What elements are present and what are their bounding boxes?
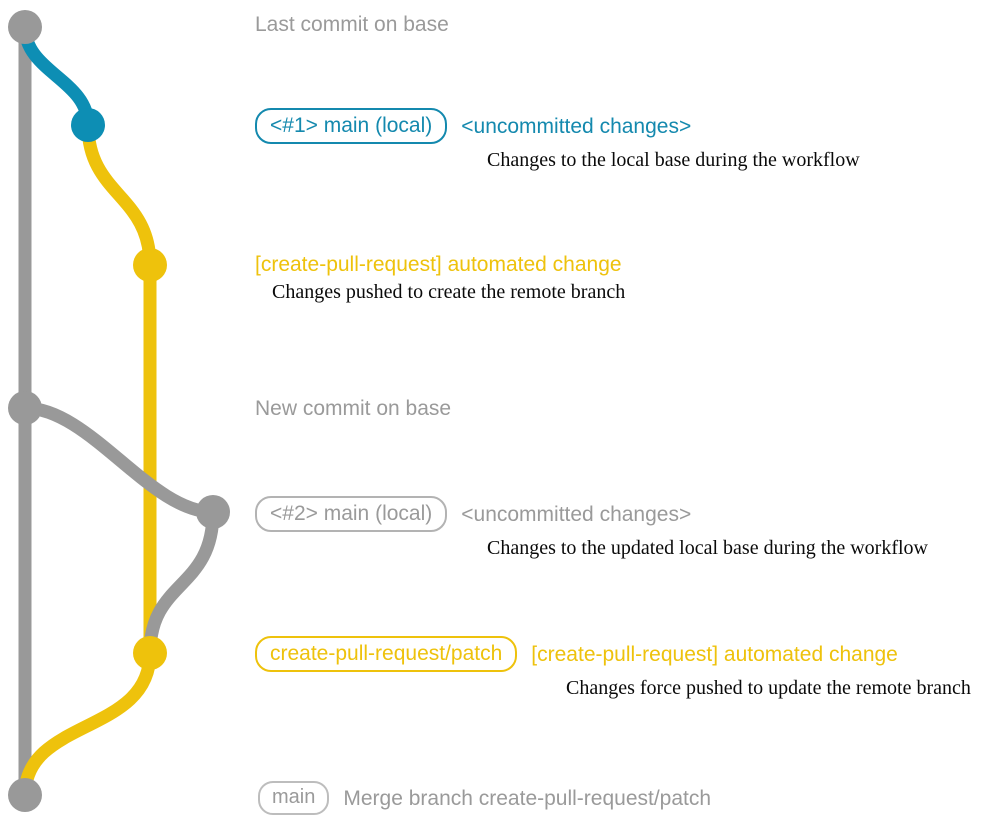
badge-main[interactable]: main bbox=[258, 781, 330, 815]
node-local-commit-2 bbox=[196, 495, 230, 529]
badge-main-local-2[interactable]: <#2> main (local) bbox=[255, 496, 448, 532]
description-local-commit-1: Changes to the local base during the wor… bbox=[487, 149, 860, 171]
merge-line bbox=[18, 646, 157, 802]
entry-automated-change-1: [create-pull-request] automated change C… bbox=[255, 253, 625, 303]
description-local-commit-2: Changes to the updated local base during… bbox=[487, 537, 928, 559]
patch-branch-line-1 bbox=[81, 118, 157, 272]
node-new-commit-on-base bbox=[8, 391, 42, 425]
node-local-commit-1 bbox=[71, 108, 105, 142]
description-automated-change-1: Changes pushed to create the remote bran… bbox=[272, 281, 626, 303]
node-last-commit-on-base bbox=[8, 10, 42, 44]
subject-automated-change-1: [create-pull-request] automated change bbox=[255, 253, 622, 276]
entry-last-commit-on-base: Last commit on base bbox=[255, 13, 449, 36]
node-merge-commit bbox=[8, 778, 42, 812]
local-branch-line-2 bbox=[18, 401, 220, 519]
local-branch-line-1 bbox=[18, 20, 95, 132]
entry-local-commit-2: <#2> main (local) <uncommitted changes> … bbox=[255, 496, 928, 559]
subject-uncommitted-changes-2: <uncommitted changes> bbox=[461, 502, 692, 526]
description-automated-change-2: Changes force pushed to update the remot… bbox=[566, 677, 971, 699]
badge-create-pull-request-patch[interactable]: create-pull-request/patch bbox=[255, 636, 518, 672]
entry-merge-commit: main Merge branch create-pull-request/pa… bbox=[258, 781, 711, 815]
node-automated-change-1 bbox=[133, 248, 167, 282]
last-commit-on-base-label: Last commit on base bbox=[255, 13, 449, 36]
entry-automated-change-2: create-pull-request/patch [create-pull-r… bbox=[255, 636, 971, 699]
new-commit-on-base-label: New commit on base bbox=[255, 397, 452, 420]
local-to-patch-line bbox=[143, 505, 220, 660]
subject-automated-change-2: [create-pull-request] automated change bbox=[531, 642, 898, 666]
entry-new-commit-on-base: New commit on base bbox=[255, 397, 451, 420]
subject-merge-commit: Merge branch create-pull-request/patch bbox=[343, 786, 712, 810]
badge-main-local-1[interactable]: <#1> main (local) bbox=[255, 108, 448, 144]
entry-local-commit-1: <#1> main (local) <uncommitted changes> … bbox=[255, 108, 860, 171]
node-automated-change-2 bbox=[133, 636, 167, 670]
subject-uncommitted-changes-1: <uncommitted changes> bbox=[461, 114, 692, 138]
